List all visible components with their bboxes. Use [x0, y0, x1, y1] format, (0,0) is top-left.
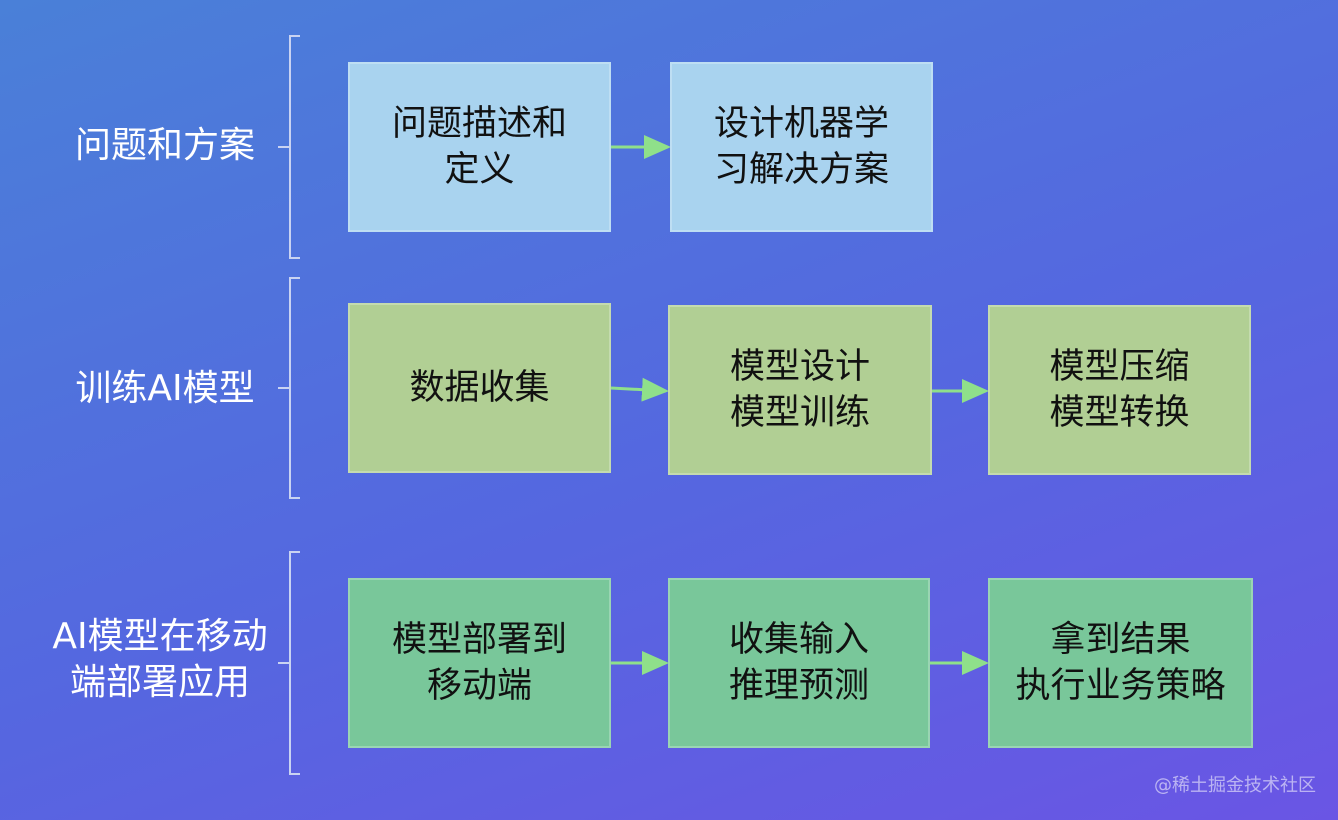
- box-design-ml-solution: 设计机器学 习解决方案: [670, 62, 933, 232]
- watermark: @稀土掘金技术社区: [1154, 775, 1316, 796]
- box-result-strategy: 拿到结果 执行业务策略: [988, 578, 1253, 748]
- bracket-row-1: [278, 35, 300, 259]
- arrow-2-1: [610, 377, 669, 402]
- box-problem-definition: 问题描述和 定义: [348, 62, 611, 232]
- row-label-train-model: 训练AI模型: [75, 368, 255, 409]
- row-label-problem-solution: 问题和方案: [74, 125, 255, 166]
- box-model-compress-convert: 模型压缩 模型转换: [988, 305, 1251, 475]
- bracket-row-3: [278, 551, 300, 775]
- box-model-design-training: 模型设计 模型训练: [668, 305, 932, 475]
- box-input-inference: 收集输入 推理预测: [668, 578, 930, 748]
- box-deploy-to-mobile: 模型部署到 移动端: [348, 578, 611, 748]
- box-data-collection: 数据收集: [348, 303, 611, 473]
- bracket-row-2: [278, 277, 300, 499]
- row-label-mobile-deploy: AI模型在移动 端部署应用: [52, 616, 268, 703]
